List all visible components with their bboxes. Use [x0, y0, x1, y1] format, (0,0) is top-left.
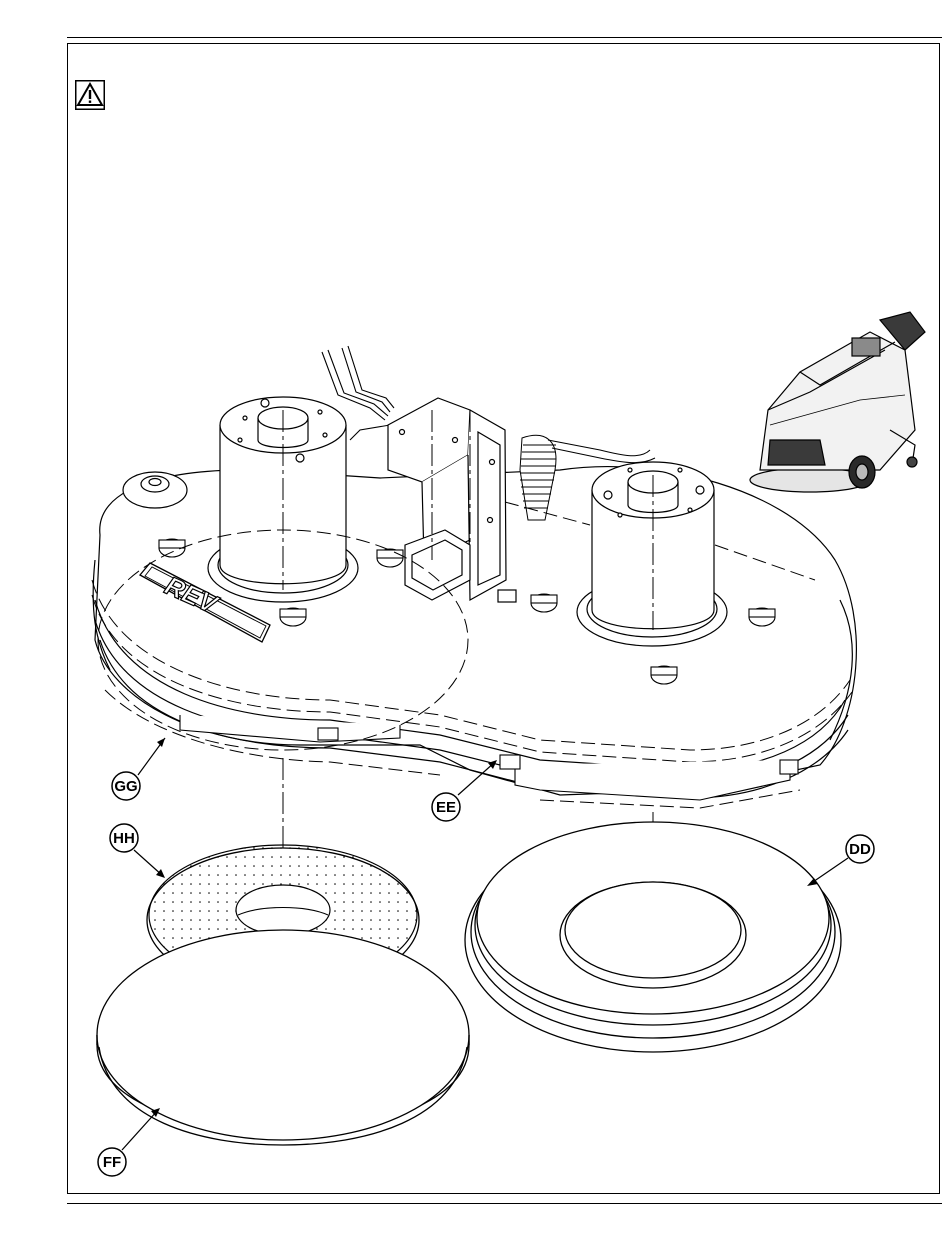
callout-hh-label: HH	[113, 830, 135, 847]
right-drive-motor	[577, 462, 727, 646]
callout-ee-label: EE	[436, 799, 456, 816]
callout-ff-label: FF	[103, 1154, 121, 1171]
callout-dd: DD	[807, 835, 874, 886]
callout-gg: GG	[112, 738, 165, 800]
callout-ff: FF	[98, 1108, 160, 1176]
callout-gg-label: GG	[114, 778, 137, 795]
pad-driver-dd	[465, 822, 841, 1052]
housing-cap-icon	[123, 472, 187, 508]
callout-dd-label: DD	[849, 841, 871, 858]
callout-ee: EE	[432, 760, 497, 821]
callout-hh: HH	[110, 824, 165, 878]
scrubber-machine-thumbnail	[750, 312, 925, 492]
